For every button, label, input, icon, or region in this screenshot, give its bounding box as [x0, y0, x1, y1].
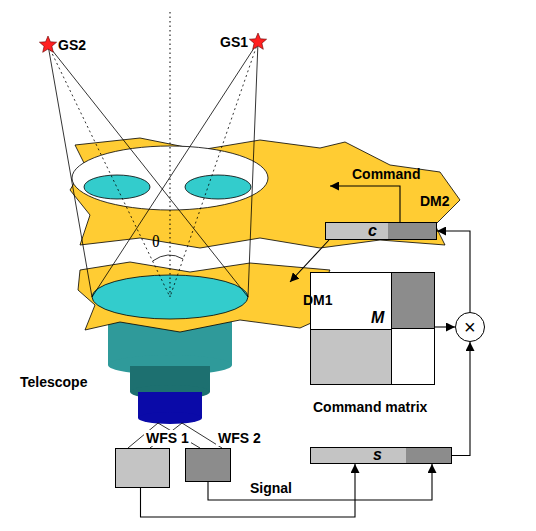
matrix-block	[391, 273, 434, 329]
node-label: DM2	[420, 193, 450, 209]
beam-footprint	[84, 175, 150, 199]
wavefront-sensor: WFS 2	[185, 448, 231, 482]
node-label: ×	[464, 318, 476, 336]
optical-axis	[170, 12, 171, 300]
command-vector: c	[325, 222, 437, 240]
node-label: c	[368, 223, 377, 239]
part-label: Telescope	[20, 374, 87, 390]
mirror-outline	[78, 262, 340, 332]
signal-arrow	[141, 464, 356, 517]
signal-arrow	[330, 186, 400, 222]
node-label: WFS 1	[144, 430, 191, 446]
guide-star	[249, 33, 266, 49]
node-label: M	[371, 310, 384, 326]
signal-vector: s	[310, 447, 452, 464]
beam-split	[158, 423, 200, 448]
node-label: DM1	[303, 292, 333, 308]
signal-label: Signal	[250, 480, 292, 496]
telescope-focus-bottom	[138, 412, 202, 424]
signal-label: Command	[352, 166, 420, 182]
command-matrix: MCommand matrix	[310, 272, 435, 385]
star-label: GS2	[58, 37, 86, 53]
signal-arrow	[208, 464, 432, 500]
deformable-mirror: DM1	[75, 260, 345, 335]
beam-split	[128, 423, 158, 448]
beam-split	[150, 423, 182, 448]
star-label: GS1	[220, 34, 248, 50]
angle-label: θ	[152, 234, 160, 250]
wavefront-sensor: WFS 1	[115, 448, 170, 488]
mirror-outline	[70, 138, 460, 248]
ray	[248, 42, 258, 297]
beam-footprint	[185, 175, 251, 199]
node-heading: Command matrix	[313, 399, 427, 415]
matrix-block	[311, 329, 392, 384]
signal-arrow	[437, 231, 470, 312]
angle-arc	[153, 255, 183, 261]
ray	[92, 42, 258, 297]
ray	[48, 45, 92, 297]
chief-ray	[170, 42, 258, 297]
chief-ray	[48, 45, 170, 297]
signal-arrow	[290, 240, 329, 282]
beam-split	[182, 423, 222, 448]
node-label: WFS 2	[216, 430, 263, 446]
multiply-node: ×	[455, 312, 485, 342]
guide-star	[39, 36, 56, 52]
ray	[48, 45, 248, 297]
signal-arrow	[435, 326, 455, 327]
signal-arrow	[452, 342, 470, 456]
beam-footprint	[72, 146, 268, 210]
node-label: s	[373, 447, 382, 463]
